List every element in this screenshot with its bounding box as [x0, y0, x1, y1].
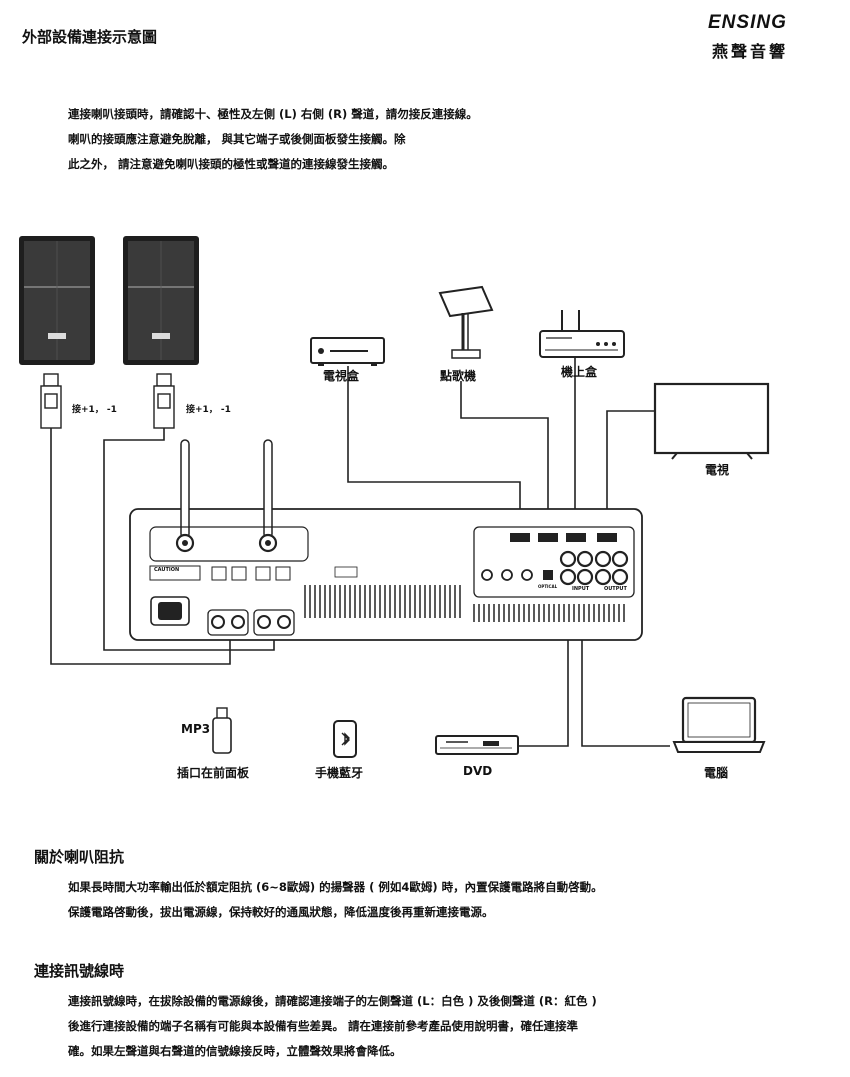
- signal-line-2: 後進行連接設備的端子名稱有可能與本設備有些差異。 請在連接前參考產品使用說明書，…: [68, 1019, 578, 1033]
- intro-line-2: 喇叭的接頭應注意避免脫離， 與其它端子或後側面板發生接觸。除: [68, 132, 406, 146]
- laptop-icon: [672, 696, 766, 753]
- page-title: 外部設備連接示意圖: [22, 28, 158, 46]
- tv-icon: [653, 382, 770, 460]
- section-heading-signal: 連接訊號線時: [34, 962, 125, 980]
- tv-box-label: 電視盒: [323, 369, 360, 383]
- mp3-usb-drive-icon: [212, 707, 232, 754]
- brand-logo-en: ENSING: [708, 12, 787, 33]
- tv-label: 電視: [705, 463, 730, 477]
- mp3-caption: 插口在前面板: [177, 766, 250, 780]
- dvd-label: DVD: [463, 764, 493, 778]
- signal-line-1: 連接訊號線時，在拔除設備的電源線後，請確認連接端子的左側聲道 (L：白色 ) 及…: [68, 994, 597, 1008]
- speaker-left-icon: [19, 236, 95, 365]
- speaker-right-icon: [123, 236, 199, 365]
- panel-input-label: INPUT: [572, 586, 590, 592]
- set-top-box-label: 機上盒: [561, 365, 598, 379]
- signal-line-3: 確。如果左聲道與右聲道的信號線接反時，立體聲效果將會降低。: [68, 1044, 402, 1058]
- dvd-player-icon: [435, 735, 519, 755]
- impedance-line-1: 如果長時間大功率輸出低於額定阻抗 (6~8歐姆) 的揚聲器 ( 例如4歐姆) 時…: [68, 880, 603, 894]
- speaker-plug-right-icon: [153, 373, 175, 429]
- mp3-label: MP3: [181, 722, 211, 736]
- karaoke-label: 點歌機: [440, 369, 477, 383]
- impedance-line-2: 保護電路啓動後，拔出電源線，保持較好的通風狀態，降低溫度後再重新連接電源。: [68, 905, 494, 919]
- panel-caution-label: CAUTION: [154, 567, 180, 573]
- tv-box-icon: [310, 337, 385, 366]
- speaker-right-note: 接+1， -1: [186, 405, 231, 415]
- amplifier-rear-panel-icon: [129, 439, 643, 641]
- panel-optical-label: OPTICAL: [538, 584, 558, 589]
- panel-output-label: OUTPUT: [604, 586, 627, 592]
- set-top-box-icon: [539, 310, 625, 358]
- brand-logo-zh: 燕聲音響: [712, 42, 789, 61]
- intro-line-3: 此之外， 請注意避免喇叭接頭的極性或聲道的連接線發生接觸。: [68, 157, 395, 171]
- speaker-plug-left-icon: [40, 373, 62, 429]
- computer-label: 電腦: [704, 766, 729, 780]
- cables: [50, 358, 670, 747]
- intro-line-1: 連接喇叭接頭時，請確認十、極性及左側 (L) 右側 (R) 聲道，請勿接反連接線…: [68, 107, 478, 121]
- phone-bluetooth-icon: [333, 720, 357, 758]
- speaker-left-note: 接+1， -1: [72, 405, 117, 415]
- section-heading-impedance: 關於喇叭阻抗: [34, 848, 125, 866]
- bluetooth-caption: 手機藍牙: [315, 766, 364, 780]
- karaoke-machine-icon: [438, 285, 494, 359]
